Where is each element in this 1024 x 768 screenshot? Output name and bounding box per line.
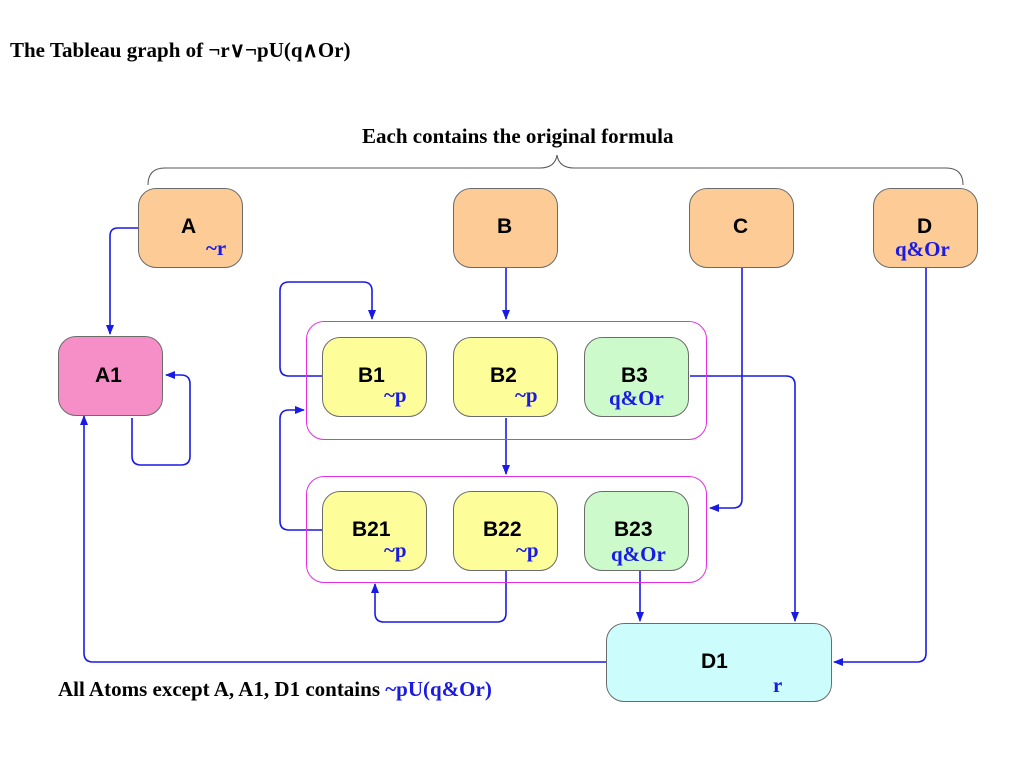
edge-B3-D1 xyxy=(690,375,799,622)
node-B2-label: ~p xyxy=(515,383,538,407)
node-B3-name: B3 xyxy=(621,364,648,387)
brace xyxy=(147,154,964,186)
node-A1: A1 xyxy=(58,336,163,416)
node-B22-name: B22 xyxy=(483,518,522,541)
node-B22: B22 ~p xyxy=(453,491,558,571)
node-B1-name: B1 xyxy=(358,364,385,387)
node-D1: D1 r xyxy=(606,623,832,702)
node-B: B xyxy=(453,188,558,268)
node-B2: B2 ~p xyxy=(453,337,558,417)
edge-D1-A1 xyxy=(80,415,607,663)
footer-formula: ~pU(q&Or) xyxy=(385,677,492,701)
node-C-name: C xyxy=(733,215,749,238)
node-C: C xyxy=(689,188,794,268)
diagram-title: The Tableau graph of ¬r∨¬pU(q∧Or) xyxy=(10,38,351,62)
node-A1-name: A1 xyxy=(95,364,122,387)
node-A-label: ~r xyxy=(206,236,227,260)
node-D1-name: D1 xyxy=(701,650,728,673)
node-D1-label: r xyxy=(773,673,783,697)
edge-B21-row1 xyxy=(279,406,322,531)
edge-C-row2 xyxy=(709,268,743,512)
node-B23-name: B23 xyxy=(614,518,653,541)
footer-note: All Atoms except A, A1, D1 contains ~pU(… xyxy=(58,677,492,702)
node-D: D q&Or xyxy=(873,188,978,268)
atom-group-row2 xyxy=(306,476,707,583)
edge-A1-self xyxy=(131,371,191,466)
node-B21: B21 ~p xyxy=(322,491,427,571)
node-A-name: A xyxy=(181,215,197,238)
node-D-label: q&Or xyxy=(895,237,950,261)
atom-group-row1 xyxy=(306,321,707,440)
node-B2-name: B2 xyxy=(490,364,517,387)
node-B-name: B xyxy=(497,215,513,238)
node-D-name: D xyxy=(917,215,933,238)
node-B3: B3 q&Or xyxy=(584,337,689,417)
node-B1: B1 ~p xyxy=(322,337,427,417)
node-B22-label: ~p xyxy=(516,538,539,562)
node-B21-label: ~p xyxy=(384,538,407,562)
edge-B22-B21 xyxy=(371,570,507,623)
node-A: A ~r xyxy=(138,188,243,268)
node-B23-label: q&Or xyxy=(611,542,666,566)
node-B23: B23 q&Or xyxy=(584,491,689,571)
edge-A-A1 xyxy=(106,227,138,335)
edge-D-D1 xyxy=(833,268,927,666)
brace-label: Each contains the original formula xyxy=(362,124,674,148)
node-B21-name: B21 xyxy=(352,518,391,541)
node-B3-label: q&Or xyxy=(609,386,664,410)
node-B1-label: ~p xyxy=(384,383,407,407)
edge-B1-self xyxy=(279,281,376,377)
footer-text: All Atoms except A, A1, D1 contains xyxy=(58,677,386,701)
